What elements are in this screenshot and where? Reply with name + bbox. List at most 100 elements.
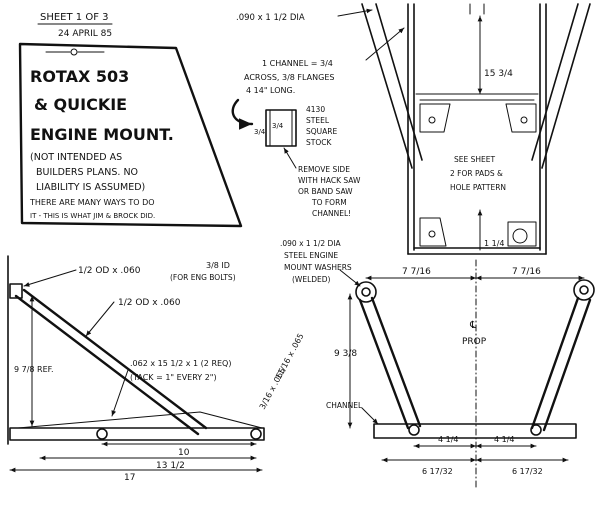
top-bushing-label: 1/2 OD x .060 xyxy=(78,266,141,276)
plan-left-rail xyxy=(407,3,415,255)
lower-tube-leader xyxy=(111,369,129,417)
dim-6b: 6 17/32 xyxy=(512,467,543,476)
channel-detail: 1 CHANNEL = 3/4 ACROSS, 3/8 FLANGES 4 14… xyxy=(231,27,405,218)
steel-note-4: STOCK xyxy=(306,138,332,147)
title-card: ROTAX 503 & QUICKIE ENGINE MOUNT. (NOT I… xyxy=(18,42,243,228)
channel-note-2: ACROSS, 3/8 FLANGES xyxy=(244,73,334,82)
square-height: 3/4 xyxy=(254,128,266,136)
lower-channel xyxy=(9,427,265,441)
plan-view: .090 x 1 1/2 DIA 15 3/4 1 1/4 SEE SHEET … xyxy=(236,3,591,255)
front-bolt-1 xyxy=(408,424,420,436)
washer-note-1: .090 x 1 1/2 DIA xyxy=(280,239,342,248)
remove-note-3: OR BAND SAW xyxy=(298,187,353,196)
strut-label: 1/2 OD x .060 xyxy=(118,298,181,308)
channel-note-3: 4 14" LONG. xyxy=(246,86,295,95)
plan-crossbar xyxy=(415,93,539,101)
dim-17: 17 xyxy=(124,473,135,483)
pad-hole-3 xyxy=(428,230,436,238)
end-tube-label-2: 3/16 x .065 xyxy=(258,366,287,410)
dim-4a: 4 1/4 xyxy=(438,435,459,444)
dim-13: 13 1/2 xyxy=(156,461,185,471)
channel-label: CHANNEL xyxy=(326,401,363,410)
remove-note-1: REMOVE SIDE xyxy=(298,165,350,174)
height-dimension: 15 3/4 xyxy=(484,69,513,79)
dim-right: 7 7/16 xyxy=(512,267,541,277)
top-bushing-id: 3/8 ID xyxy=(206,261,230,270)
lower-tube-label: .062 x 15 1/2 x 1 (2 REQ) xyxy=(130,359,231,368)
dim-4b: 4 1/4 xyxy=(494,435,515,444)
pad-hole-2 xyxy=(520,116,528,124)
note-line-2: IT - THIS IS WHAT JIM & BROCK DID. xyxy=(30,212,155,220)
pad-hole-4 xyxy=(512,228,528,244)
steel-note-1: 4130 xyxy=(306,105,325,114)
washer-leader xyxy=(339,269,361,287)
disclaimer-line-1: (NOT INTENDED AS xyxy=(30,152,122,163)
left-washer-hole xyxy=(361,287,371,297)
small-dimension: 1 1/4 xyxy=(484,239,505,248)
diagonal-strut xyxy=(14,288,208,436)
top-bushing-leader xyxy=(23,269,77,287)
top-bushing xyxy=(9,283,23,299)
remove-note-4: TO FORM xyxy=(311,198,347,207)
disclaimer-line-3: LIABILITY IS ASSUMED) xyxy=(36,182,145,193)
plan-left-leg xyxy=(361,3,423,169)
front-view: .090 x 1 1/2 DIA STEEL ENGINE MOUNT WASH… xyxy=(280,239,595,489)
right-washer xyxy=(573,279,595,301)
steel-note-3: SQUARE xyxy=(306,127,337,136)
title-line-1: ROTAX 503 xyxy=(30,67,129,86)
see-sheet-2: 2 FOR PADS & xyxy=(450,169,503,178)
front-channel xyxy=(373,423,577,439)
ref-dimension: 9 7/8 REF. xyxy=(14,365,54,374)
top-bushing-bolts: (FOR ENG BOLTS) xyxy=(170,273,236,282)
strut-leader xyxy=(85,301,115,337)
front-bolt-2 xyxy=(530,424,542,436)
remove-leader xyxy=(283,147,297,169)
washer-note-3: MOUNT WASHERS xyxy=(284,263,352,272)
dim-left: 7 7/16 xyxy=(402,267,431,277)
channel-label-leader xyxy=(361,407,379,425)
note-line-1: THERE ARE MANY WAYS TO DO xyxy=(29,198,155,207)
tube-spec-label: .090 x 1 1/2 DIA xyxy=(236,13,305,23)
plan-bottom-rail xyxy=(407,247,547,255)
washer-note-2: STEEL ENGINE xyxy=(284,251,338,260)
title-ornament-dot xyxy=(70,48,78,56)
dim-10: 10 xyxy=(178,448,190,458)
sheet-date: 24 APRIL 85 xyxy=(58,29,112,39)
lower-tube xyxy=(17,411,263,429)
tack-note: (TACK = 1" EVERY 2") xyxy=(130,373,217,382)
see-sheet-3: HOLE PATTERN xyxy=(450,183,506,192)
channel-leader xyxy=(365,27,405,61)
dim-6a: 6 17/32 xyxy=(422,467,453,476)
plan-top-tab xyxy=(469,3,485,15)
left-washer xyxy=(355,281,377,303)
side-bolt-2 xyxy=(250,428,262,440)
square-width: 3/4 xyxy=(272,122,284,130)
steel-note-2: STEEL xyxy=(306,116,330,125)
title-card-border xyxy=(18,42,243,228)
title-line-2: & QUICKIE xyxy=(34,95,127,114)
plan-right-rail xyxy=(539,3,547,255)
pad-top-left xyxy=(419,103,451,133)
left-strut xyxy=(358,296,422,430)
see-sheet-1: SEE SHEET xyxy=(454,155,496,164)
sheet-number: SHEET 1 OF 3 xyxy=(40,12,109,23)
prop-label: PROP xyxy=(462,337,487,347)
pad-bottom-left xyxy=(419,217,447,247)
washer-note-4: (WELDED) xyxy=(292,275,331,284)
side-bolt-1 xyxy=(96,428,108,440)
channel-note-1: 1 CHANNEL = 3/4 xyxy=(262,59,333,68)
disclaimer-line-2: BUILDERS PLANS. NO xyxy=(36,167,138,178)
square-stock-inner xyxy=(269,109,293,147)
sheet-header: SHEET 1 OF 3 24 APRIL 85 xyxy=(37,12,113,39)
remove-note-2: WITH HACK SAW xyxy=(298,176,361,185)
remove-note-5: CHANNEL! xyxy=(312,209,351,218)
centerline-symbol: ℄ xyxy=(469,320,477,331)
tube-spec-leader xyxy=(337,8,373,17)
side-view: 1/2 OD x .060 3/8 ID (FOR ENG BOLTS) 1/2… xyxy=(7,255,306,483)
channel-callout-arrow xyxy=(231,98,254,130)
pad-bottom-right xyxy=(507,221,537,247)
front-height: 9 3/8 xyxy=(334,349,357,359)
title-line-3: ENGINE MOUNT. xyxy=(30,125,174,144)
pad-hole-1 xyxy=(428,116,436,124)
